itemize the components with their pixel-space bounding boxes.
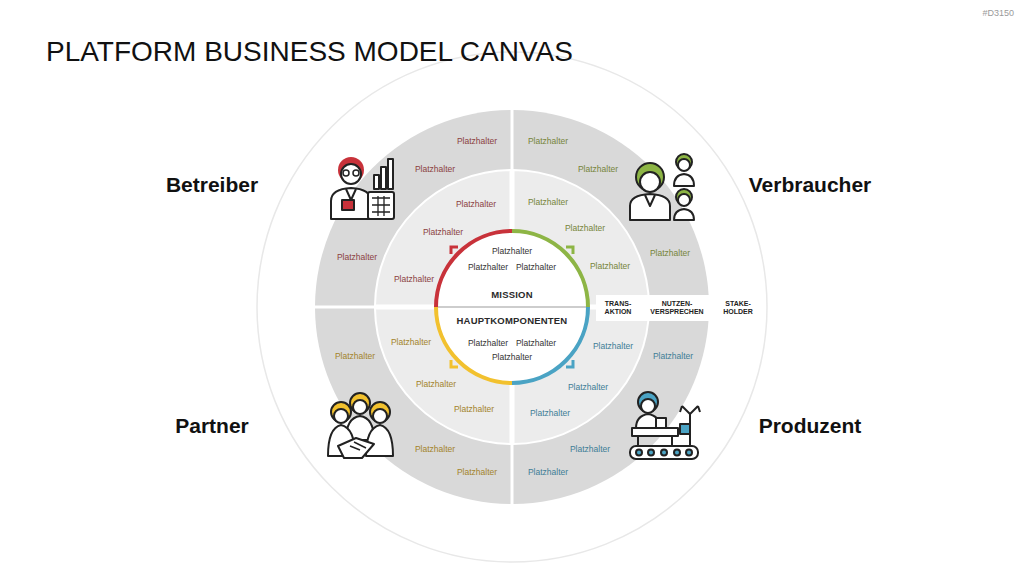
placeholder-text: Platzhalter bbox=[456, 199, 496, 209]
placeholder-text: Platzhalter bbox=[570, 444, 610, 454]
placeholder-text: Platzhalter bbox=[415, 444, 455, 454]
placeholder-text: Platzhalter bbox=[337, 252, 377, 262]
corner-brackets bbox=[451, 247, 573, 367]
placeholder-text: Platzhalter bbox=[590, 261, 630, 271]
center-heading: MISSION bbox=[491, 289, 533, 300]
bracket-green bbox=[566, 247, 573, 254]
placeholder-text: Platzhalter bbox=[415, 164, 455, 174]
placeholder-text: Platzhalter bbox=[391, 337, 431, 347]
placeholder-text: Platzhalter bbox=[528, 197, 568, 207]
producer-icon bbox=[630, 392, 700, 459]
center-heading: HAUPTKOMPONENTEN bbox=[457, 315, 568, 326]
band-label: STAKE- HOLDER bbox=[723, 300, 753, 315]
bracket-yellow bbox=[451, 360, 458, 367]
quadrant-heading: Verbraucher bbox=[749, 173, 872, 197]
placeholder-text: Platzhalter bbox=[653, 351, 693, 361]
placeholder-text: Platzhalter bbox=[454, 404, 494, 414]
bracket-red bbox=[451, 247, 458, 254]
center-circle: PlatzhalterPlatzhalterPlatzhalterMISSION… bbox=[434, 229, 590, 385]
label-band: TRANS- AKTION NUTZEN- VERSPRECHEN STAKE- H… bbox=[596, 295, 758, 321]
placeholder-text: Platzhalter bbox=[457, 467, 497, 477]
placeholder-text: Platzhalter bbox=[568, 382, 608, 392]
page-title: PLATFORM BUSINESS MODEL CANVAS bbox=[46, 36, 573, 68]
quadrant-heading: Partner bbox=[175, 414, 249, 438]
placeholder-text: Platzhalter bbox=[492, 352, 532, 362]
placeholder-text: Platzhalter bbox=[528, 467, 568, 477]
placeholder-text: Platzhalter bbox=[593, 341, 633, 351]
placeholder-text: Platzhalter bbox=[530, 408, 570, 418]
operator-icon bbox=[331, 157, 394, 219]
partner-icon bbox=[328, 393, 393, 458]
placeholder-text: Platzhalter bbox=[468, 262, 508, 272]
placeholder-text: Platzhalter bbox=[565, 223, 605, 233]
placeholder-text: Platzhalter bbox=[423, 227, 463, 237]
placeholder-text: Platzhalter bbox=[492, 246, 532, 256]
placeholder-text: Platzhalter bbox=[416, 379, 456, 389]
placeholder-text: Platzhalter bbox=[516, 338, 556, 348]
document-code: #D3150 bbox=[982, 8, 1014, 18]
placeholder-text: Platzhalter bbox=[528, 136, 568, 146]
band-shape bbox=[596, 295, 758, 321]
placeholder-text: Platzhalter bbox=[516, 262, 556, 272]
placeholder-text: Platzhalter bbox=[335, 351, 375, 361]
placeholder-text: Platzhalter bbox=[468, 338, 508, 348]
bracket-blue bbox=[566, 360, 573, 367]
center-disc bbox=[435, 230, 589, 384]
consumer-icon bbox=[630, 154, 694, 220]
placeholder-text: Platzhalter bbox=[457, 136, 497, 146]
quadrant-heading: Betreiber bbox=[166, 173, 258, 197]
quadrant-heading: Produzent bbox=[759, 414, 862, 438]
placeholder-text: Platzhalter bbox=[650, 248, 690, 258]
band-label: NUTZEN- VERSPRECHEN bbox=[650, 300, 703, 315]
placeholder-text: Platzhalter bbox=[578, 164, 618, 174]
center-divider bbox=[436, 306, 588, 308]
outer-guide-circle bbox=[257, 52, 767, 562]
placeholder-text: Platzhalter bbox=[394, 274, 434, 284]
band-label: TRANS- AKTION bbox=[605, 300, 632, 315]
